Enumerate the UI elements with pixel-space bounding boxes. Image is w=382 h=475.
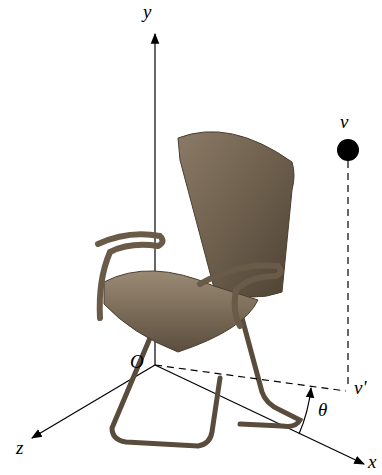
axis-label: x <box>368 452 376 471</box>
angle-arc <box>299 388 311 434</box>
projection-line <box>347 161 348 389</box>
origin-label: O <box>130 352 144 371</box>
angle-label: θ <box>318 400 327 419</box>
point-v <box>337 139 359 161</box>
axis-label: z <box>16 438 23 457</box>
axis-label: y <box>143 2 151 21</box>
projection-ray <box>155 365 346 391</box>
chair-illustration <box>98 132 300 446</box>
point-label: v <box>340 112 348 131</box>
point-label: v' <box>354 378 367 397</box>
